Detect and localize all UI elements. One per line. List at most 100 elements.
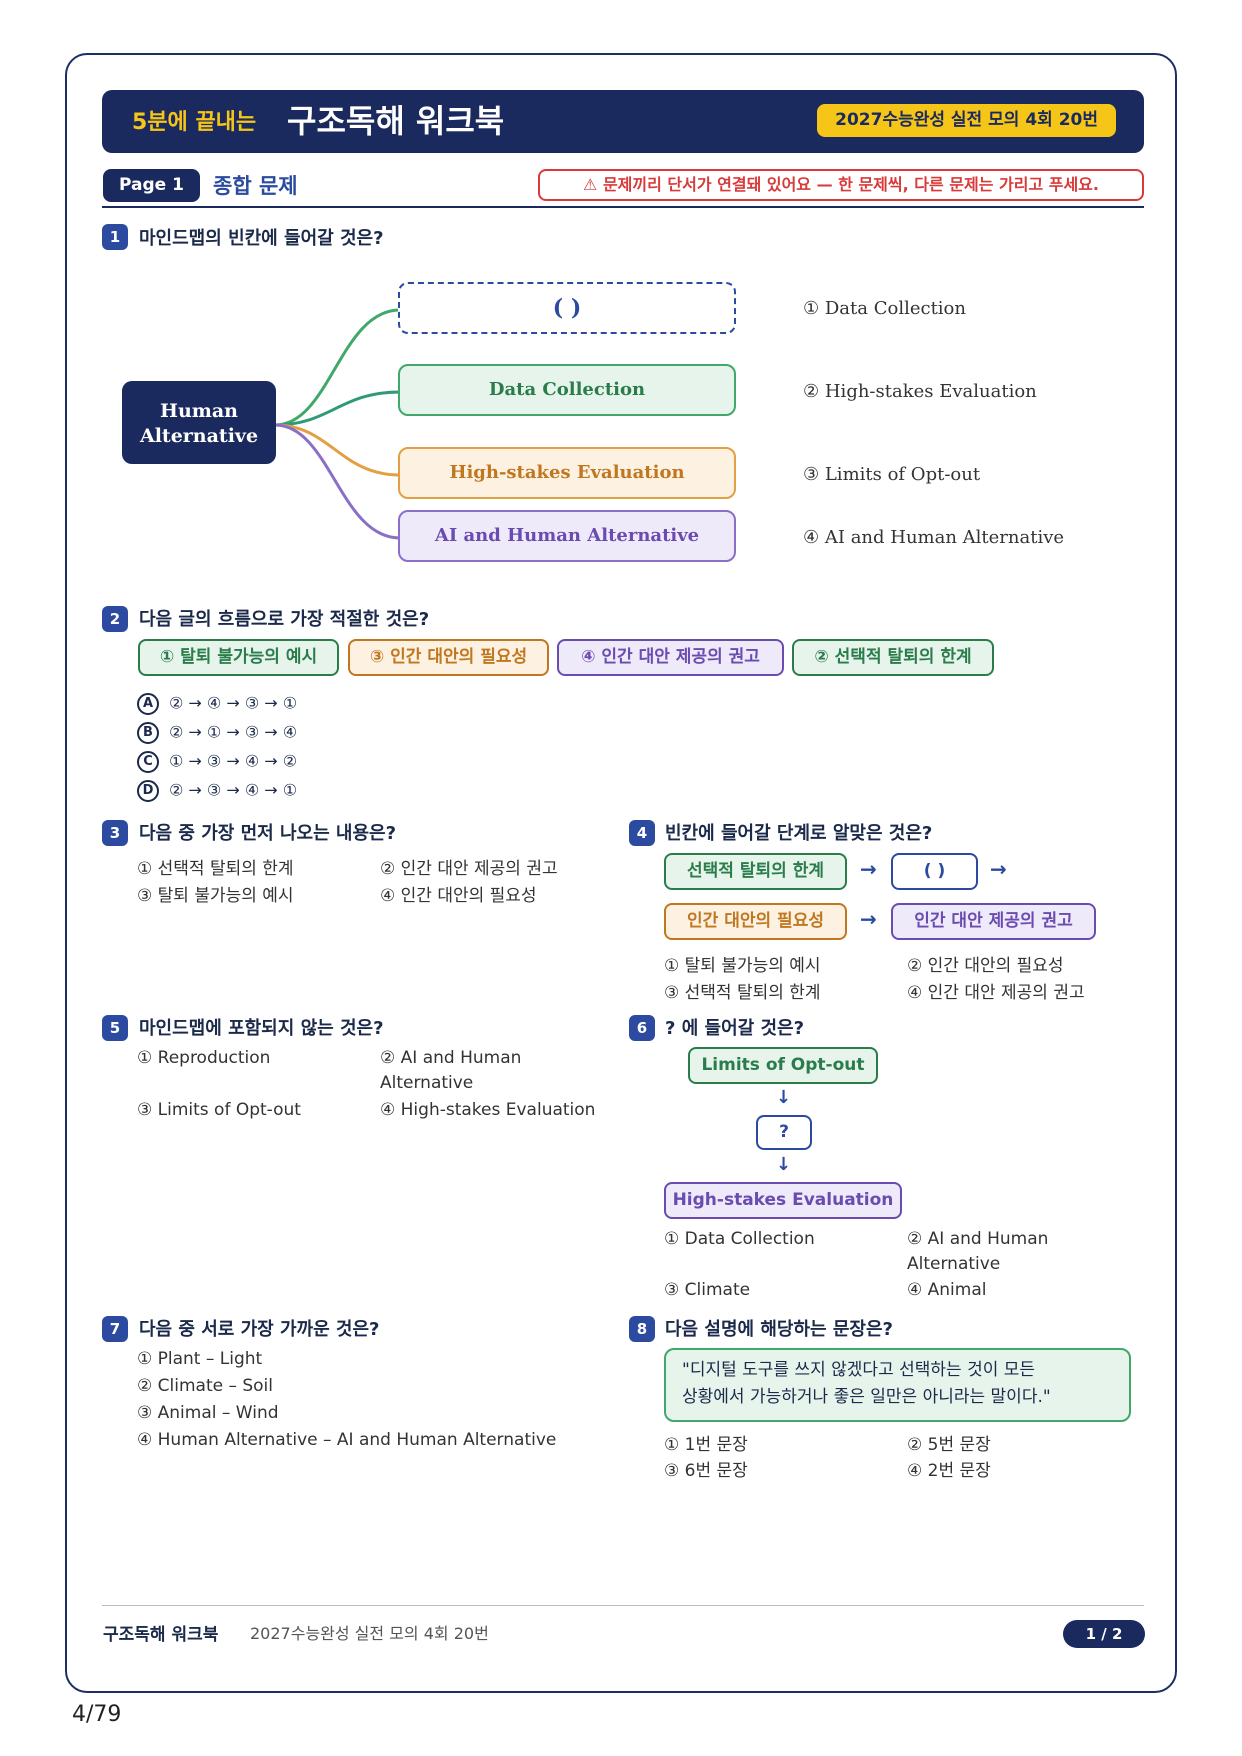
mindmap-blank-node: ( )	[398, 282, 736, 334]
q4-step-1: 선택적 탈퇴의 한계	[664, 853, 847, 890]
q2-chip-3: ④ 인간 대안 제공의 권고	[557, 639, 784, 676]
q4-option-4[interactable]: ④ 인간 대안 제공의 권고	[907, 983, 1085, 1003]
connector-high-stakes	[274, 423, 401, 477]
footer-brand: 구조독해 워크북	[103, 1625, 219, 1645]
q7-option-3[interactable]: ③ Animal – Wind	[137, 1403, 279, 1423]
q4-option-1[interactable]: ① 탈퇴 불가능의 예시	[664, 956, 821, 976]
q6-down-arrow-2: ↓	[776, 1154, 792, 1175]
q2-choice-b[interactable]: B ② → ① → ③ → ④	[137, 722, 297, 744]
question-number-2: 2	[102, 606, 128, 632]
question-number-7: 7	[102, 1316, 128, 1342]
mindmap-center-node: Human Alternative	[122, 381, 276, 464]
q4-option-2[interactable]: ② 인간 대안의 필요성	[907, 956, 1064, 976]
q4-blank-step: ( )	[891, 853, 978, 890]
q6-option-3[interactable]: ③ Climate	[664, 1280, 751, 1300]
question-text-3: 다음 중 가장 먼저 나오는 내용은?	[139, 823, 397, 844]
brand-subtitle: 5분에 끝내는	[132, 110, 257, 135]
q8-quote-line-1: "디지털 도구를 쓰지 않겠다고 선택하는 것이 모든	[682, 1360, 1036, 1380]
q2-choice-a-sequence: ② → ④ → ③ → ①	[169, 693, 298, 713]
mindmap-node-data-collection: Data Collection	[398, 364, 736, 416]
q4-step-3: 인간 대안의 필요성	[664, 903, 847, 940]
q3-option-3[interactable]: ③ 탈퇴 불가능의 예시	[137, 886, 294, 906]
q3-option-4[interactable]: ④ 인간 대안의 필요성	[380, 886, 537, 906]
q1-option-2[interactable]: ② High-stakes Evaluation	[803, 381, 1037, 402]
q1-option-3[interactable]: ③ Limits of Opt-out	[803, 464, 981, 485]
mindmap-connectors	[274, 308, 401, 540]
question-text-6: ? 에 들어갈 것은?	[665, 1018, 805, 1039]
connector-data-collection	[274, 390, 401, 427]
q1-option-4[interactable]: ④ AI and Human Alternative	[803, 527, 1065, 548]
question-text-1: 마인드맵의 빈칸에 들어갈 것은?	[139, 228, 384, 249]
question-text-8: 다음 설명에 해당하는 문장은?	[665, 1319, 893, 1340]
q5-option-2[interactable]: ② AI and Human	[380, 1048, 522, 1068]
header-banner: 5분에 끝내는 구조독해 워크북 2027수능완성 실전 모의 4회 20번	[102, 90, 1144, 153]
choice-letter-c: C	[137, 751, 159, 773]
question-text-7: 다음 중 서로 가장 가까운 것은?	[139, 1319, 380, 1340]
q4-step-4: 인간 대안 제공의 권고	[891, 903, 1096, 940]
page-frame	[65, 53, 1177, 1693]
question-number-1: 1	[102, 224, 128, 250]
q6-option-2-cont: Alternative	[907, 1254, 1001, 1274]
question-number-3: 3	[102, 820, 128, 846]
q1-option-1[interactable]: ① Data Collection	[803, 298, 966, 319]
brand-title: 구조독해 워크북	[287, 102, 505, 140]
q6-blank-node: ?	[756, 1115, 812, 1150]
q8-option-1[interactable]: ① 1번 문장	[664, 1435, 748, 1455]
q2-choice-d[interactable]: D ② → ③ → ④ → ①	[137, 780, 297, 802]
q7-option-2[interactable]: ② Climate – Soil	[137, 1376, 274, 1396]
q6-top-node: Limits of Opt-out	[688, 1047, 878, 1084]
question-text-5: 마인드맵에 포함되지 않는 것은?	[139, 1018, 384, 1039]
q4-arrow-3: →	[860, 907, 877, 931]
footer-exam: 2027수능완성 실전 모의 4회 20번	[250, 1624, 489, 1643]
exam-badge: 2027수능완성 실전 모의 4회 20번	[817, 104, 1116, 137]
choice-letter-b: B	[137, 722, 159, 744]
q6-bottom-node: High-stakes Evaluation	[664, 1182, 902, 1219]
document-page-counter: 4/79	[72, 1702, 122, 1727]
question-number-8: 8	[629, 1316, 655, 1342]
question-text-2: 다음 글의 흐름으로 가장 적절한 것은?	[139, 609, 430, 630]
footer-page-number: 1 / 2	[1063, 1620, 1145, 1648]
q2-choice-a[interactable]: A ② → ④ → ③ → ①	[137, 693, 297, 715]
q4-arrow-2: →	[990, 857, 1007, 881]
mindmap-node-high-stakes: High-stakes Evaluation	[398, 447, 736, 499]
q4-arrow-1: →	[860, 857, 877, 881]
footer-divider	[102, 1605, 1144, 1606]
q8-option-4[interactable]: ④ 2번 문장	[907, 1461, 991, 1481]
page-pill: Page 1	[103, 169, 200, 202]
q5-option-1[interactable]: ① Reproduction	[137, 1048, 271, 1068]
header-divider	[102, 206, 1144, 208]
q6-option-4[interactable]: ④ Animal	[907, 1280, 987, 1300]
choice-letter-a: A	[137, 693, 159, 715]
q3-option-2[interactable]: ② 인간 대안 제공의 권고	[380, 859, 558, 879]
q2-choice-c-sequence: ① → ③ → ④ → ②	[169, 751, 298, 771]
q5-option-2-cont: Alternative	[380, 1073, 474, 1093]
q2-chip-1: ① 탈퇴 불가능의 예시	[138, 639, 339, 676]
q6-down-arrow-1: ↓	[776, 1087, 792, 1108]
q6-option-2[interactable]: ② AI and Human	[907, 1229, 1049, 1249]
page-title: 종합 문제	[213, 174, 298, 198]
q2-choice-d-sequence: ② → ③ → ④ → ①	[169, 780, 298, 800]
question-text-4: 빈칸에 들어갈 단계로 알맞은 것은?	[665, 823, 933, 844]
connector-ai-human	[274, 423, 401, 540]
q8-option-2[interactable]: ② 5번 문장	[907, 1435, 991, 1455]
q5-option-3[interactable]: ③ Limits of Opt-out	[137, 1100, 301, 1120]
q2-choice-b-sequence: ② → ① → ③ → ④	[169, 722, 298, 742]
choice-letter-d: D	[137, 780, 159, 802]
q3-option-1[interactable]: ① 선택적 탈퇴의 한계	[137, 859, 294, 879]
warning-banner: ⚠ 문제끼리 단서가 연결돼 있어요 — 한 문제씩, 다른 문제는 가리고 푸…	[538, 169, 1144, 201]
q2-chip-4: ② 선택적 탈퇴의 한계	[792, 639, 994, 676]
q8-quote-line-2: 상황에서 가능하거나 좋은 일만은 아니라는 말이다."	[682, 1387, 1051, 1407]
connector-blank	[274, 308, 401, 427]
q7-option-1[interactable]: ① Plant – Light	[137, 1349, 263, 1369]
question-number-4: 4	[629, 820, 655, 846]
q2-choice-c[interactable]: C ① → ③ → ④ → ②	[137, 751, 297, 773]
q8-quote-box: "디지털 도구를 쓰지 않겠다고 선택하는 것이 모든 상황에서 가능하거나 좋…	[664, 1348, 1131, 1422]
q6-option-1[interactable]: ① Data Collection	[664, 1229, 815, 1249]
question-number-6: 6	[629, 1015, 655, 1041]
q8-option-3[interactable]: ③ 6번 문장	[664, 1461, 748, 1481]
q5-option-4[interactable]: ④ High-stakes Evaluation	[380, 1100, 596, 1120]
q2-chip-2: ③ 인간 대안의 필요성	[348, 639, 549, 676]
q7-option-4[interactable]: ④ Human Alternative – AI and Human Alter…	[137, 1430, 557, 1450]
q4-option-3[interactable]: ③ 선택적 탈퇴의 한계	[664, 983, 821, 1003]
question-number-5: 5	[102, 1015, 128, 1041]
